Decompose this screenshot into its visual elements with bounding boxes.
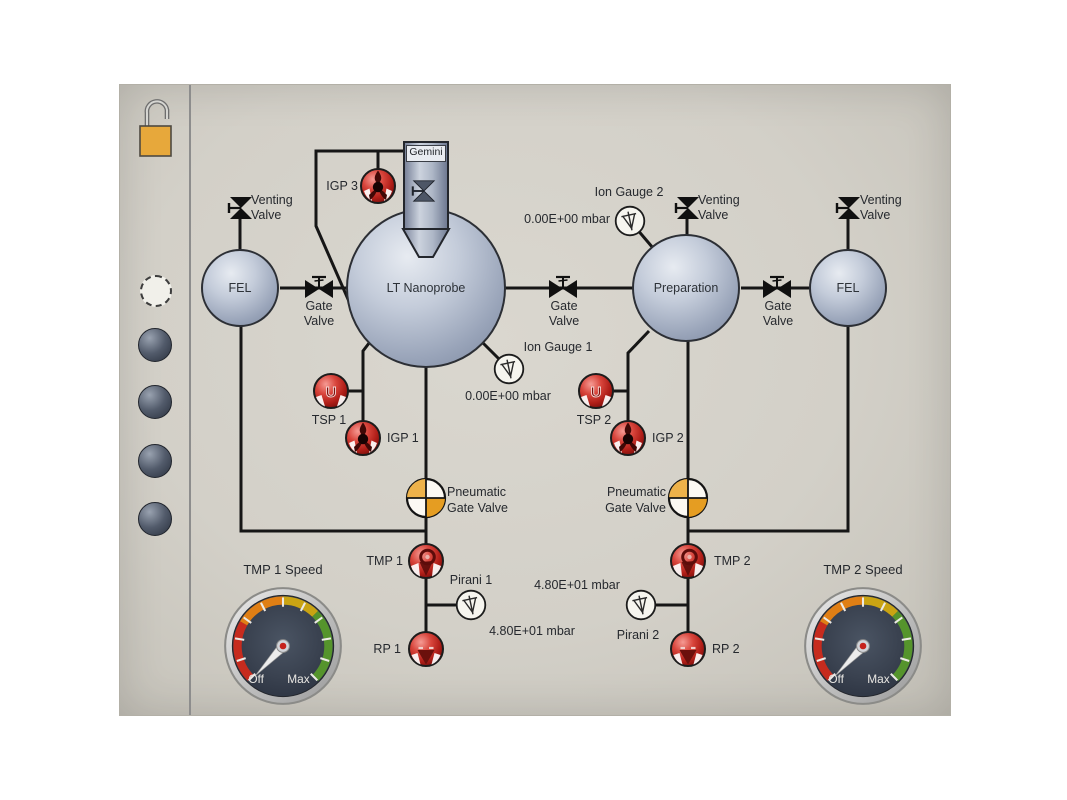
pirani-2-label: Pirani 2 (616, 628, 660, 642)
gauge-off-label: Off (828, 672, 844, 686)
gate-valve-right-label: Gate Valve (762, 299, 794, 328)
pirani-1-value: 4.80E+01 mbar (489, 624, 575, 638)
pirani-1-label: Pirani 1 (449, 573, 493, 587)
pump-tsp-1-label: TSP 1 (311, 413, 347, 427)
gauge-max-label: Max (867, 672, 889, 686)
pump-tmp-2-label: TMP 2 (714, 554, 751, 568)
venting-valve-right-label: Venting Valve (860, 193, 902, 222)
gemini-column-funnel (401, 228, 451, 258)
gauge-max-label: Max (287, 672, 309, 686)
gate-valve-left-label: Gate Valve (303, 299, 335, 328)
pipe-tsp-igp2-branch (626, 329, 651, 438)
toolbar-indicator-3[interactable] (138, 385, 172, 419)
gauge-ticks (234, 597, 332, 682)
pump-tmp-2-icon[interactable] (669, 542, 707, 580)
chamber-fel-left-label: FEL (228, 281, 252, 295)
pump-tmp-1-icon[interactable] (407, 542, 445, 580)
venting-valve-left-icon[interactable] (226, 195, 254, 221)
pipe-felL-down (239, 323, 426, 533)
pump-tmp-1-label: TMP 1 (366, 554, 403, 568)
pump-tsp-1-icon[interactable] (312, 372, 350, 410)
tmp2-speed-gauge: Off Max (804, 587, 922, 705)
pump-igp-3-label: IGP 3 (326, 179, 358, 193)
chamber-lt-nanoprobe-label: LT Nanoprobe (386, 281, 466, 295)
toolbar-indicator-2[interactable] (138, 328, 172, 362)
pump-rp-2-label: RP 2 (712, 642, 740, 656)
pneumatic-gate-valve-1-icon[interactable] (404, 476, 448, 520)
pipe-igp3-branch (314, 149, 404, 323)
ion-gauge-2-label: Ion Gauge 2 (594, 185, 664, 199)
pneumatic-gate-valve-1-label: Pneumatic Gate Valve (447, 485, 508, 515)
pump-rp-1-icon[interactable] (407, 630, 445, 668)
tmp1-speed-gauge: Off Max (224, 587, 342, 705)
pump-igp-3-icon[interactable] (359, 167, 397, 205)
pipe-felR-down (688, 323, 850, 533)
pump-tsp-2-icon[interactable] (577, 372, 615, 410)
ion-gauge-1-label: Ion Gauge 1 (523, 340, 593, 354)
pump-tsp-2-label: TSP 2 (576, 413, 612, 427)
venting-valve-preparation-label: Venting Valve (698, 193, 740, 222)
gate-valve-middle-label: Gate Valve (548, 299, 580, 328)
toolbar-indicator-4[interactable] (138, 444, 172, 478)
gemini-column-label: Gemini (406, 145, 446, 162)
tmp2-speed-title: TMP 2 Speed (823, 562, 903, 577)
pirani-2-value: 4.80E+01 mbar (534, 578, 620, 592)
control-panel-screen: FEL LT Nanoprobe Preparation FEL Gemini … (119, 84, 951, 716)
pirani-2-icon (625, 589, 657, 621)
pneumatic-gate-valve-2-label: Pneumatic Gate Valve (605, 485, 666, 515)
venting-valve-left-label: Venting Valve (251, 193, 293, 222)
gemini-internal-valve-icon[interactable] (410, 178, 436, 204)
venting-valve-preparation-icon[interactable] (673, 195, 701, 221)
pump-igp-2-icon[interactable] (609, 419, 647, 457)
ion-gauge-2-icon (614, 205, 646, 237)
toolbar-indicator-5[interactable] (138, 502, 172, 536)
toolbar-divider (189, 85, 191, 715)
pump-igp-1-label: IGP 1 (387, 431, 419, 445)
chamber-preparation: Preparation (632, 234, 740, 342)
gauge-ticks (814, 597, 912, 682)
pump-igp-1-icon[interactable] (344, 419, 382, 457)
pump-rp-1-label: RP 1 (373, 642, 401, 656)
pump-igp-2-label: IGP 2 (652, 431, 684, 445)
pneumatic-gate-valve-2-icon[interactable] (666, 476, 710, 520)
ion-gauge-2-value: 0.00E+00 mbar (524, 212, 610, 226)
ion-gauge-1-value: 0.00E+00 mbar (465, 389, 551, 403)
chamber-fel-left: FEL (201, 249, 279, 327)
tmp1-speed-title: TMP 1 Speed (243, 562, 323, 577)
gauge-off-label: Off (248, 672, 264, 686)
ion-gauge-1-icon (493, 353, 525, 385)
toolbar-indicator-1[interactable] (140, 275, 172, 307)
venting-valve-right-icon[interactable] (834, 195, 862, 221)
unlock-padlock-icon[interactable] (137, 93, 177, 159)
chamber-fel-right: FEL (809, 249, 887, 327)
chamber-preparation-label: Preparation (653, 281, 719, 295)
pirani-1-icon (455, 589, 487, 621)
chamber-fel-right-label: FEL (836, 281, 860, 295)
pump-rp-2-icon[interactable] (669, 630, 707, 668)
